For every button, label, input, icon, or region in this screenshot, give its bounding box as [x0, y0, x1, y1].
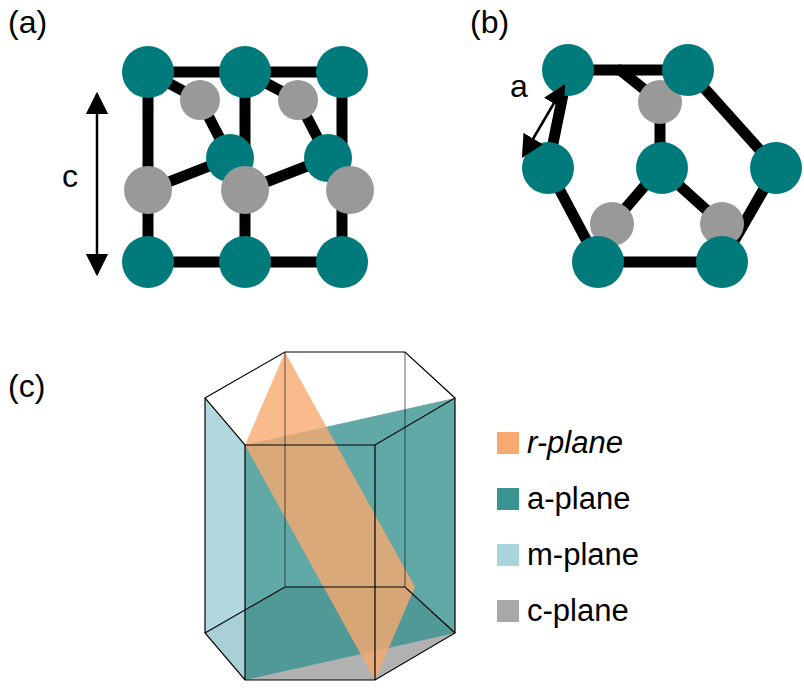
dimension-label: a: [510, 70, 528, 102]
legend-swatch: [497, 544, 519, 566]
unit-cell-top: [522, 44, 802, 288]
panel-label: (c): [8, 370, 45, 402]
legend-swatch: [497, 432, 519, 454]
hexagonal-prism: [205, 352, 455, 680]
legend-swatch: [497, 600, 519, 622]
dimension-label: c: [62, 160, 78, 192]
panel-label: (a): [8, 6, 47, 38]
legend-text: a-plane: [527, 484, 630, 514]
legend-text: c-plane: [527, 596, 629, 626]
unit-cell-side: [97, 46, 374, 288]
legend-swatch: [497, 488, 519, 510]
panel-label: (b): [470, 6, 509, 38]
legend-text: r-plane: [527, 428, 623, 458]
legend-text: m-plane: [527, 540, 639, 570]
